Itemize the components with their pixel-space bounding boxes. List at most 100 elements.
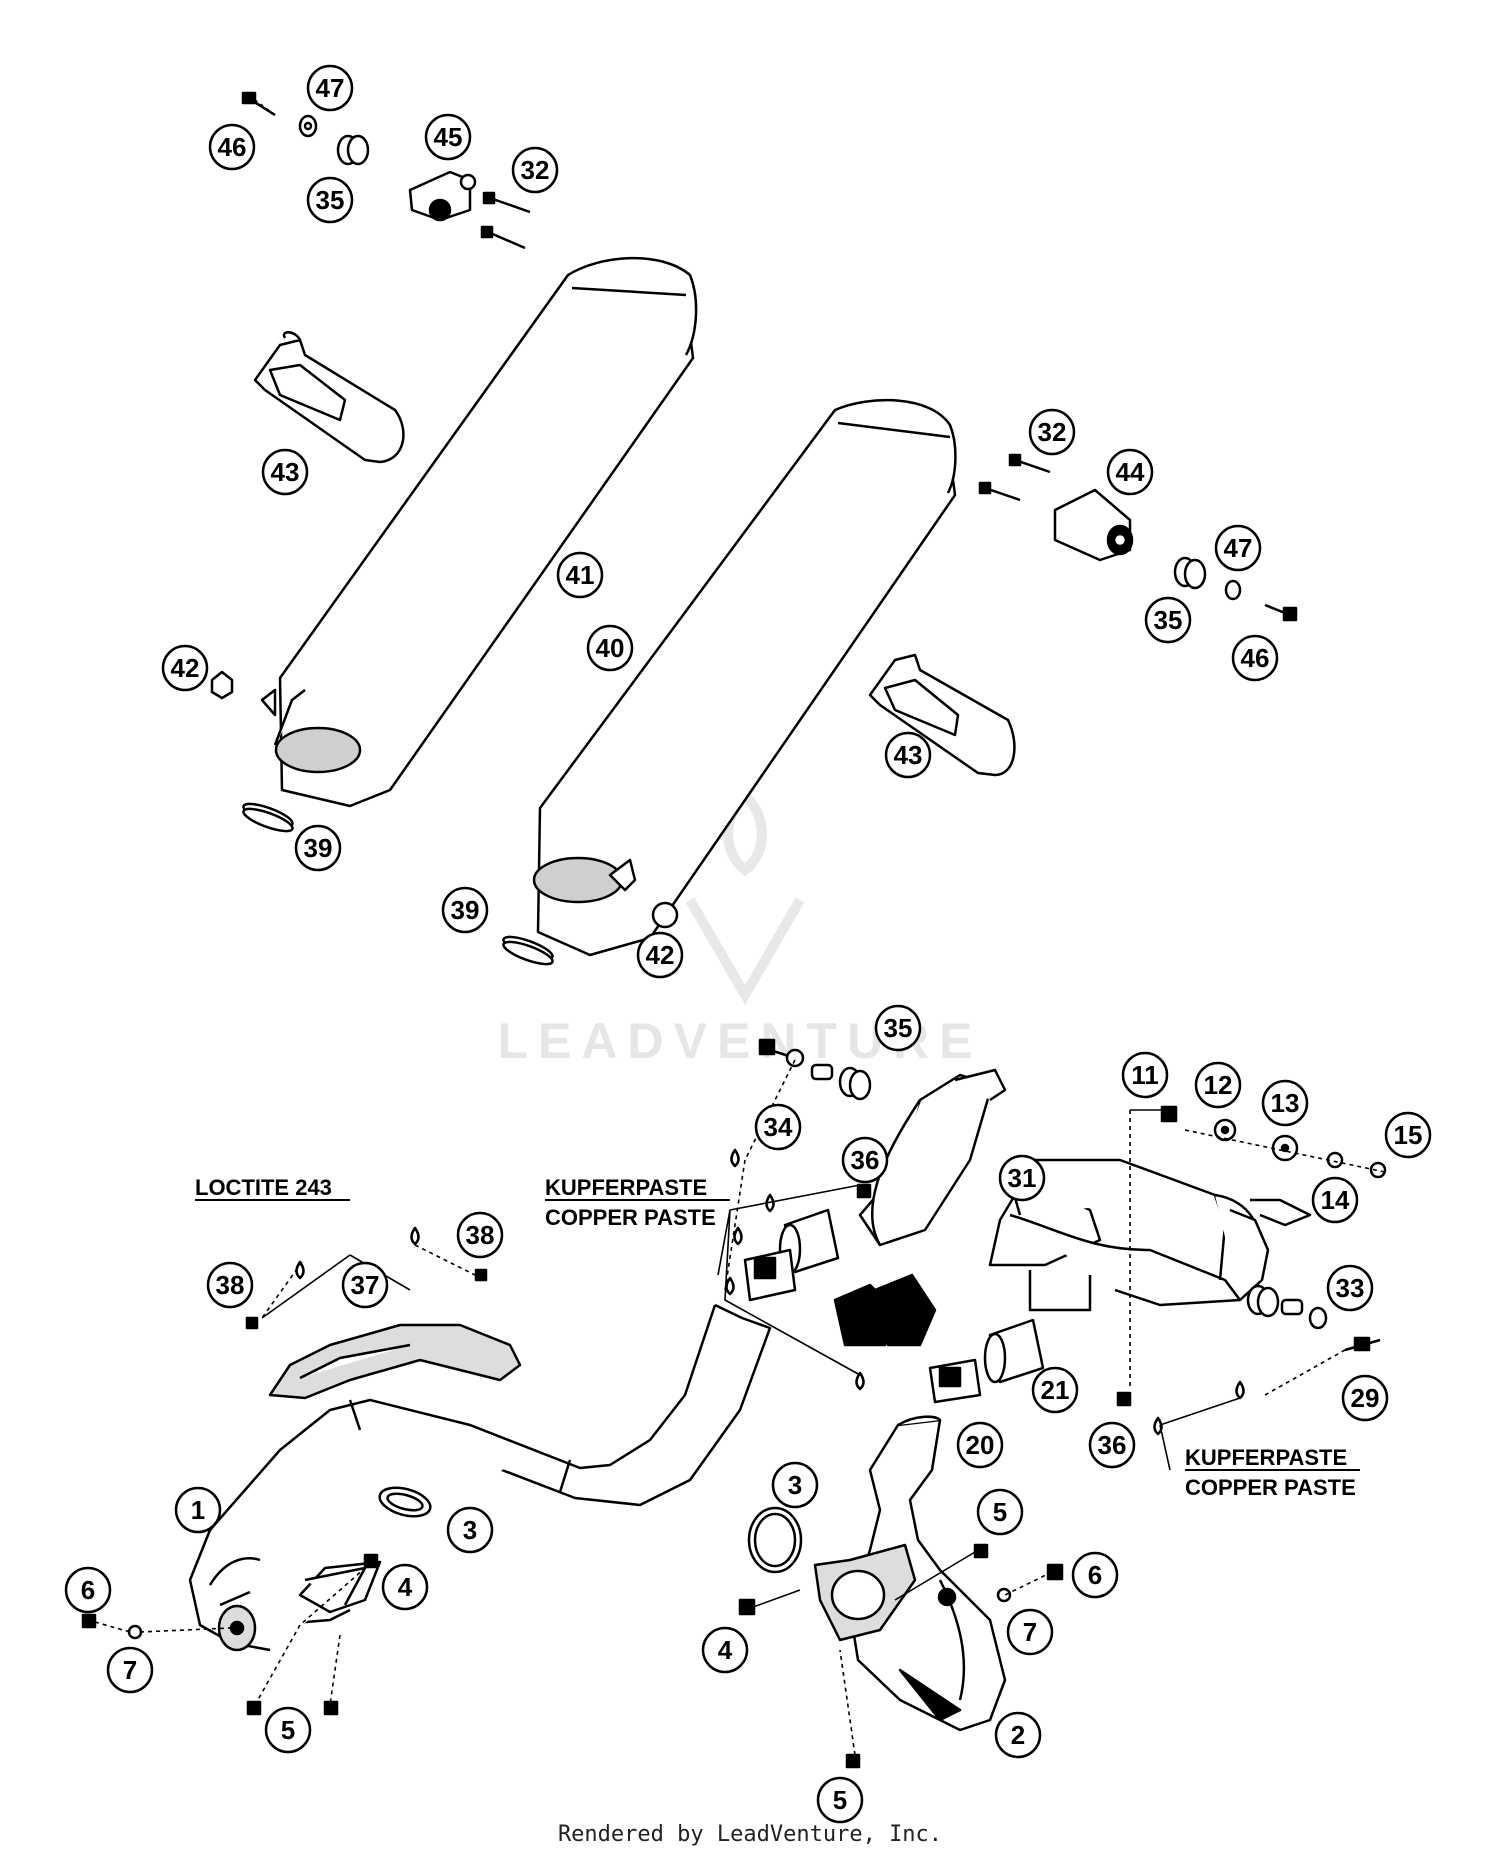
bushing-33 [1246,1284,1328,1330]
callout-label: 6 [1088,1560,1102,1590]
callout-label: 5 [833,1785,847,1815]
note-loctite: LOCTITE 243 [195,1175,350,1201]
callout-circle [1071,1551,1119,1599]
callout-circle [976,1488,1024,1536]
callout-label: 35 [884,1013,913,1043]
note-paste-1-en: COPPER PASTE [545,1205,716,1230]
bolts-32-top [480,191,531,250]
nut-15 [1369,1161,1387,1179]
callout-label: 43 [271,457,300,487]
sleeve-pair [833,1273,937,1347]
note-paste-2-en: COPPER PASTE [1185,1475,1356,1500]
callout-circle [754,1103,802,1151]
grommet-35-top [336,134,370,166]
callout-circle [841,1136,889,1184]
callout-label: 1 [191,1495,205,1525]
note-copper-paste-1: KUPFERPASTE COPPER PASTE [545,1175,730,1230]
callout-circle [1194,1061,1242,1109]
callout-label: 3 [463,1515,477,1545]
callout-label: 7 [1023,1617,1037,1647]
gasket-39-right [502,935,554,966]
washer-7-left [127,1624,143,1640]
callout-label: 5 [993,1497,1007,1527]
callout-circle [456,1211,504,1259]
callout-label: 39 [304,833,333,863]
washer-47-top [298,114,318,138]
callout-label: 29 [1351,1383,1380,1413]
callout-label: 31 [1008,1163,1037,1193]
callout-circle [381,1563,429,1611]
callout-label: 47 [316,73,345,103]
callout-circle [161,644,209,692]
callout-label: 39 [451,895,480,925]
callout-circle [956,1421,1004,1469]
callout-circle [771,1461,819,1509]
callout-circle [106,1646,154,1694]
muffler-right [532,398,957,957]
callout-label: 7 [123,1655,137,1685]
callout-circle [446,1506,494,1554]
clamp-45 [408,170,477,222]
callout-circle [206,1261,254,1309]
nut-42-left [210,670,234,700]
callout-label: 15 [1394,1120,1423,1150]
callout-label: 11 [1131,1060,1159,1090]
callout-circle [1231,634,1279,682]
note-paste-2-de: KUPFERPASTE [1185,1445,1347,1470]
nut-42-right [651,901,679,929]
callout-label: 6 [81,1575,95,1605]
muffler-left [260,256,698,808]
bolt-29 [1344,1336,1381,1352]
paste-drops [295,1148,1245,1436]
callout-circle [306,64,354,112]
callout-circle [586,624,634,672]
callout-circle [874,1004,922,1052]
callout-circle [1144,596,1192,644]
callout-circle [264,1706,312,1754]
bolt-36-upper [856,1183,872,1199]
callout-label: 37 [351,1270,380,1300]
callout-circle [994,1711,1042,1759]
callout-circle [1384,1111,1432,1159]
callout-circle [441,886,489,934]
note-paste-1-de: KUPFERPASTE [545,1175,707,1200]
callout-circle [208,123,256,171]
callout-label: 12 [1204,1070,1233,1100]
washer-13 [1271,1134,1299,1162]
washer-12 [1213,1118,1237,1142]
bolt-46-right [1264,603,1298,622]
callout-label: 41 [566,560,595,590]
callout-circle [1106,448,1154,496]
callout-circle [998,1154,1046,1202]
callout-label: 45 [434,122,463,152]
callout-label: 20 [966,1430,995,1460]
callout-circle [1214,524,1262,572]
callout-label: 3 [788,1470,802,1500]
callout-label: 35 [1154,605,1183,635]
callout-circle [816,1776,864,1824]
bolt-36-lower [1116,1391,1132,1407]
callout-circle [1121,1051,1169,1099]
callout-circle [1326,1264,1374,1312]
callout-circle [294,824,342,872]
nut-11 [1160,1105,1178,1123]
washer-7-right [996,1587,1012,1603]
callout-label: 2 [1011,1720,1025,1750]
callout-circle [556,551,604,599]
callout-circle [261,448,309,496]
header-pipe-2 [813,1415,1007,1732]
callout-circle [1031,1366,1079,1414]
callout-circle [511,146,559,194]
callout-circle [1311,1176,1359,1224]
callout-label: 43 [894,740,923,770]
bushing-34 [758,1038,872,1101]
nut-5-right-top [973,1543,989,1559]
callout-circle [636,931,684,979]
callout-label: 40 [596,633,625,663]
callout-label: 46 [1241,643,1270,673]
bracket-upper-left [253,331,405,464]
heat-shield-37 [268,1323,522,1400]
note-loctite-text: LOCTITE 243 [195,1175,332,1200]
bolt-46-top [241,91,276,117]
callout-circle [306,176,354,224]
